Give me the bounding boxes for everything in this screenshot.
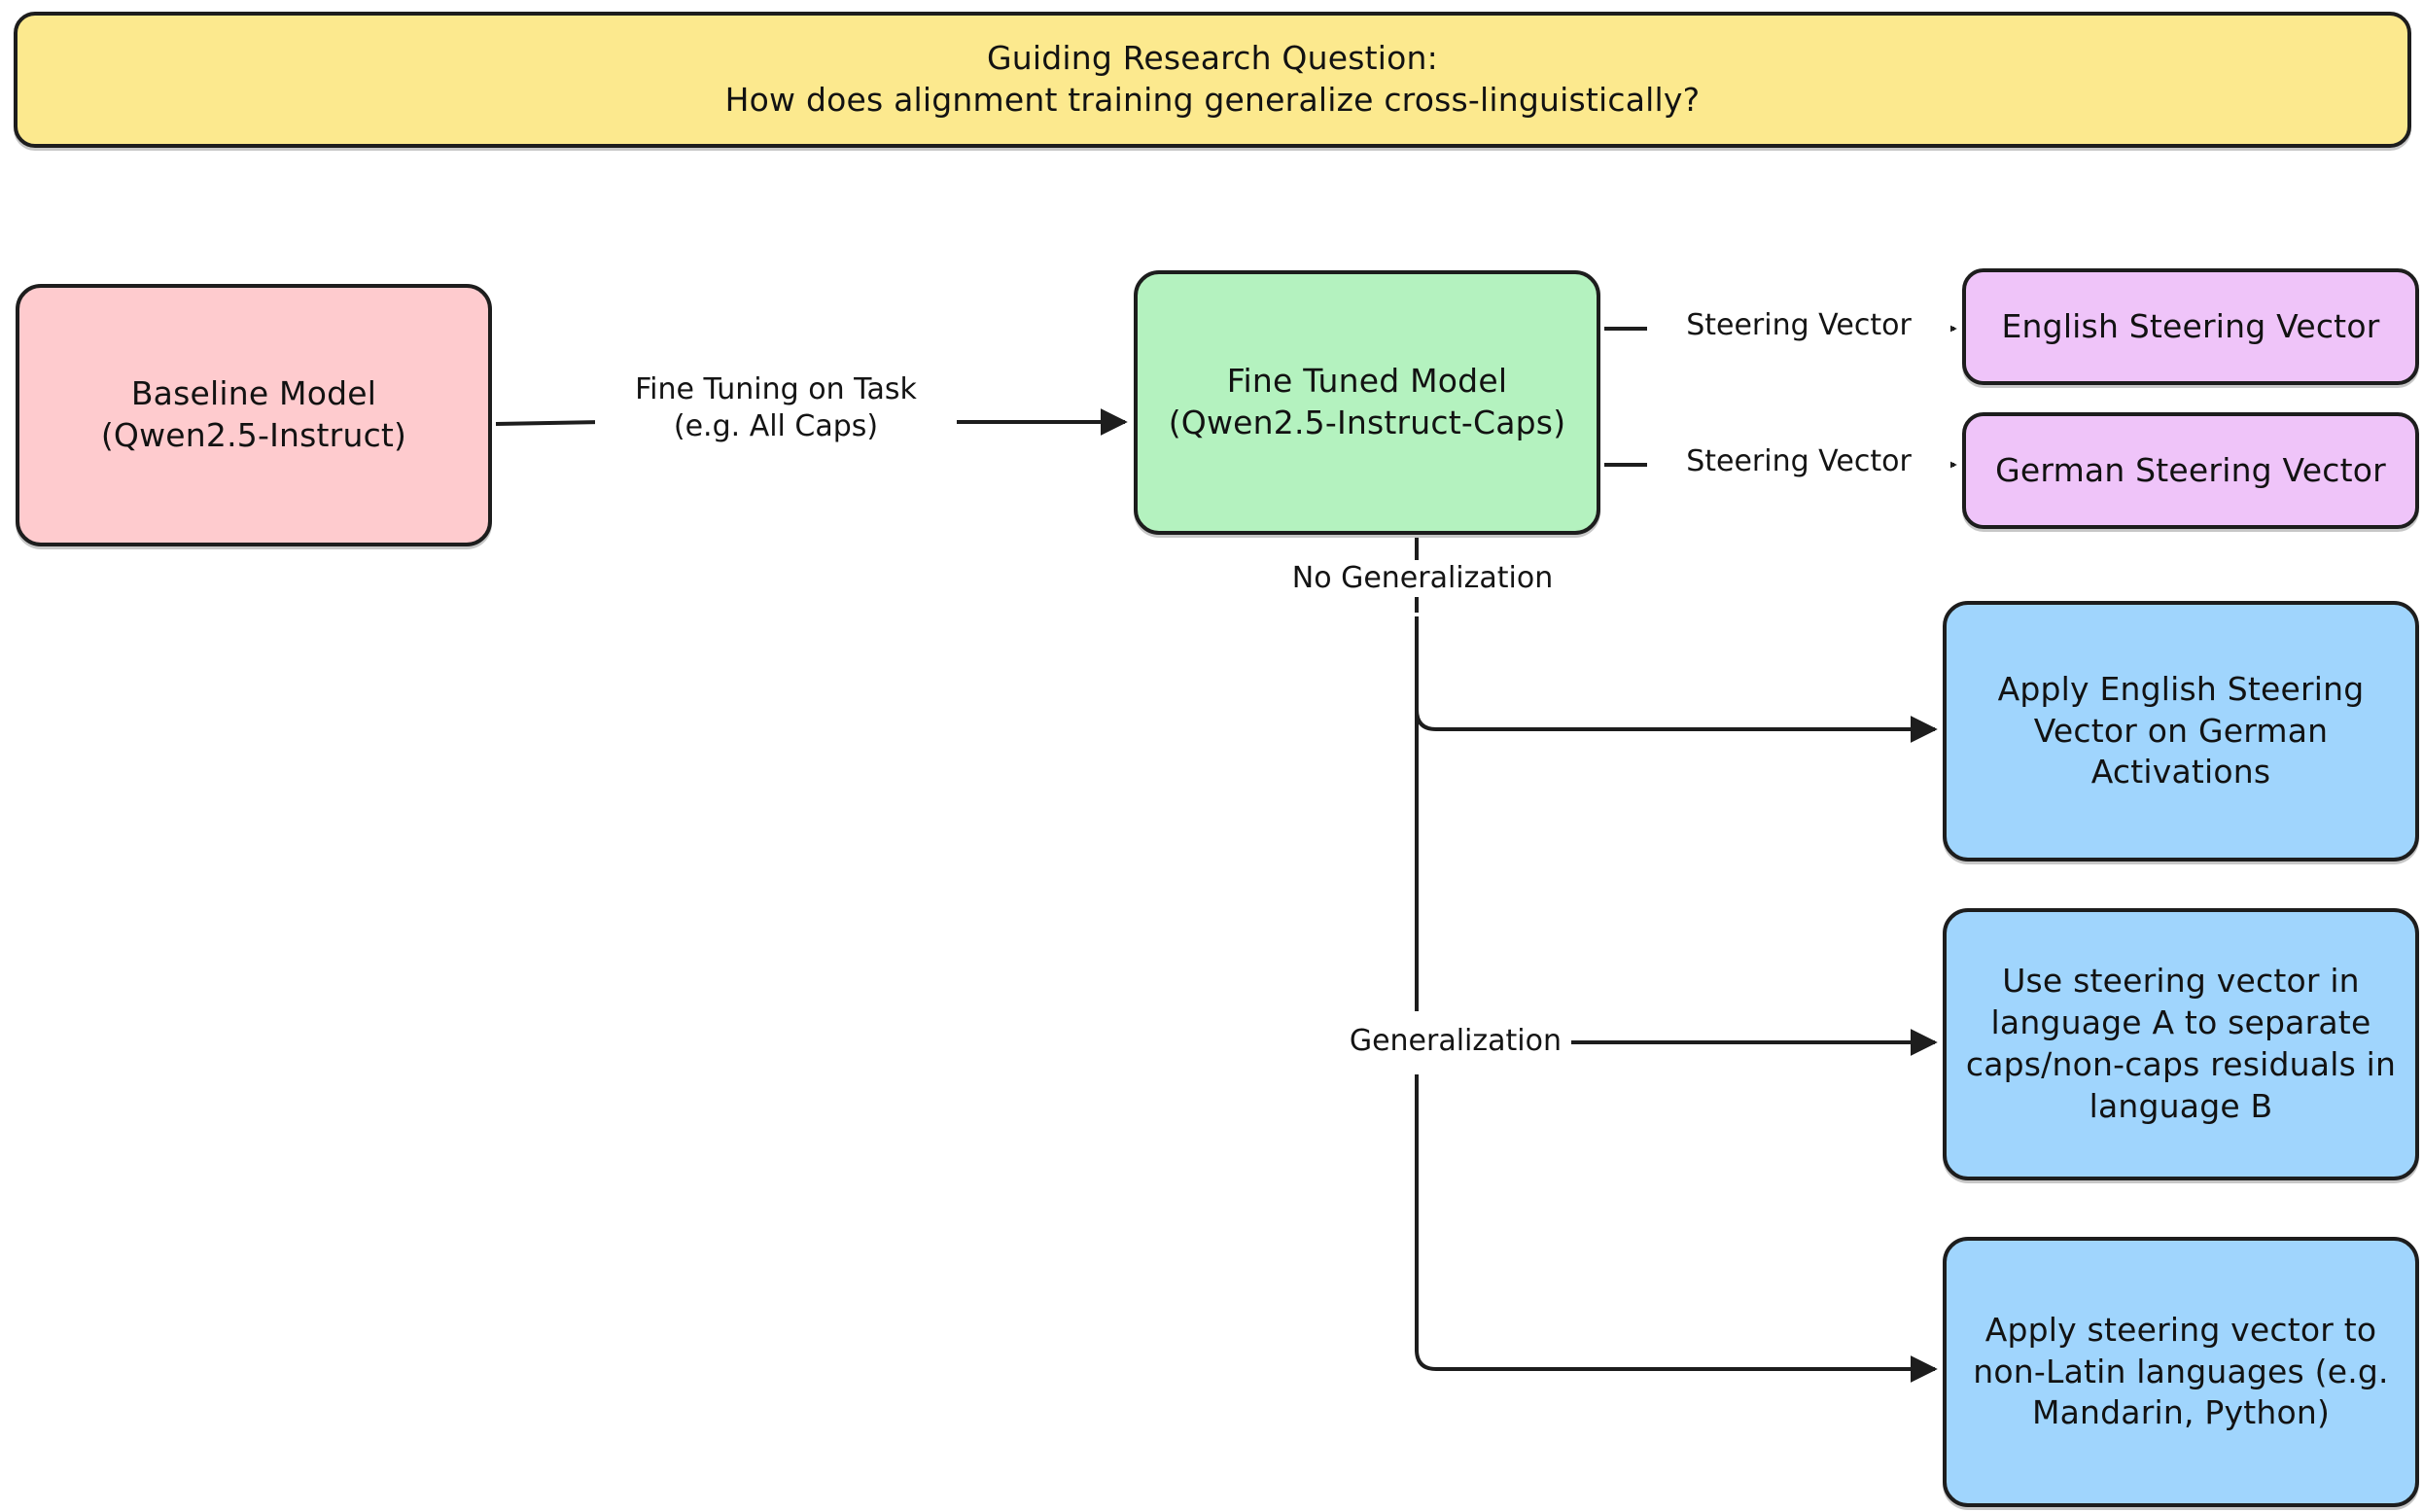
separate-residuals-node[interactable]: Use steering vector in language A to sep… [1943,908,2419,1180]
apply-non-latin-label: Apply steering vector to non-Latin langu… [1973,1310,2389,1432]
apply-english-on-german-node[interactable]: Apply English Steering Vector on German … [1943,601,2419,861]
edge-label-steering-vector-english: Steering Vector [1647,307,1950,345]
baseline-model-label: Baseline Model (Qwen2.5-Instruct) [100,374,407,454]
edge-label-no-generalization: No Generalization [1227,560,1618,598]
baseline-model-node[interactable]: Baseline Model (Qwen2.5-Instruct) [16,284,492,546]
german-steering-vector-node[interactable]: German Steering Vector [1962,412,2419,529]
research-question-text: Guiding Research Question: How does alig… [724,39,1701,119]
edge-branch-non-latin [1415,1118,1938,1383]
english-steering-vector-node[interactable]: English Steering Vector [1962,268,2419,385]
edge-label-fine-tuning: Fine Tuning on Task (e.g. All Caps) [595,371,957,446]
edge-label-steering-vector-german: Steering Vector [1647,443,1950,481]
fine-tuned-model-label: Fine Tuned Model (Qwen2.5-Instruct-Caps) [1168,362,1566,441]
edge-branch-apply-english [1415,681,1938,743]
edge-label-generalization: Generalization [1264,1023,1571,1061]
fine-tuned-model-node[interactable]: Fine Tuned Model (Qwen2.5-Instruct-Caps) [1134,270,1600,535]
english-steering-vector-label: English Steering Vector [2001,306,2380,345]
german-steering-vector-label: German Steering Vector [1995,450,2386,489]
apply-non-latin-node[interactable]: Apply steering vector to non-Latin langu… [1943,1237,2419,1507]
apply-english-on-german-label: Apply English Steering Vector on German … [1997,669,2365,791]
edge-baseline-to-finetuned-left [495,420,604,426]
separate-residuals-label: Use steering vector in language A to sep… [1965,962,2397,1125]
research-question-node: Guiding Research Question: How does alig… [14,12,2411,148]
